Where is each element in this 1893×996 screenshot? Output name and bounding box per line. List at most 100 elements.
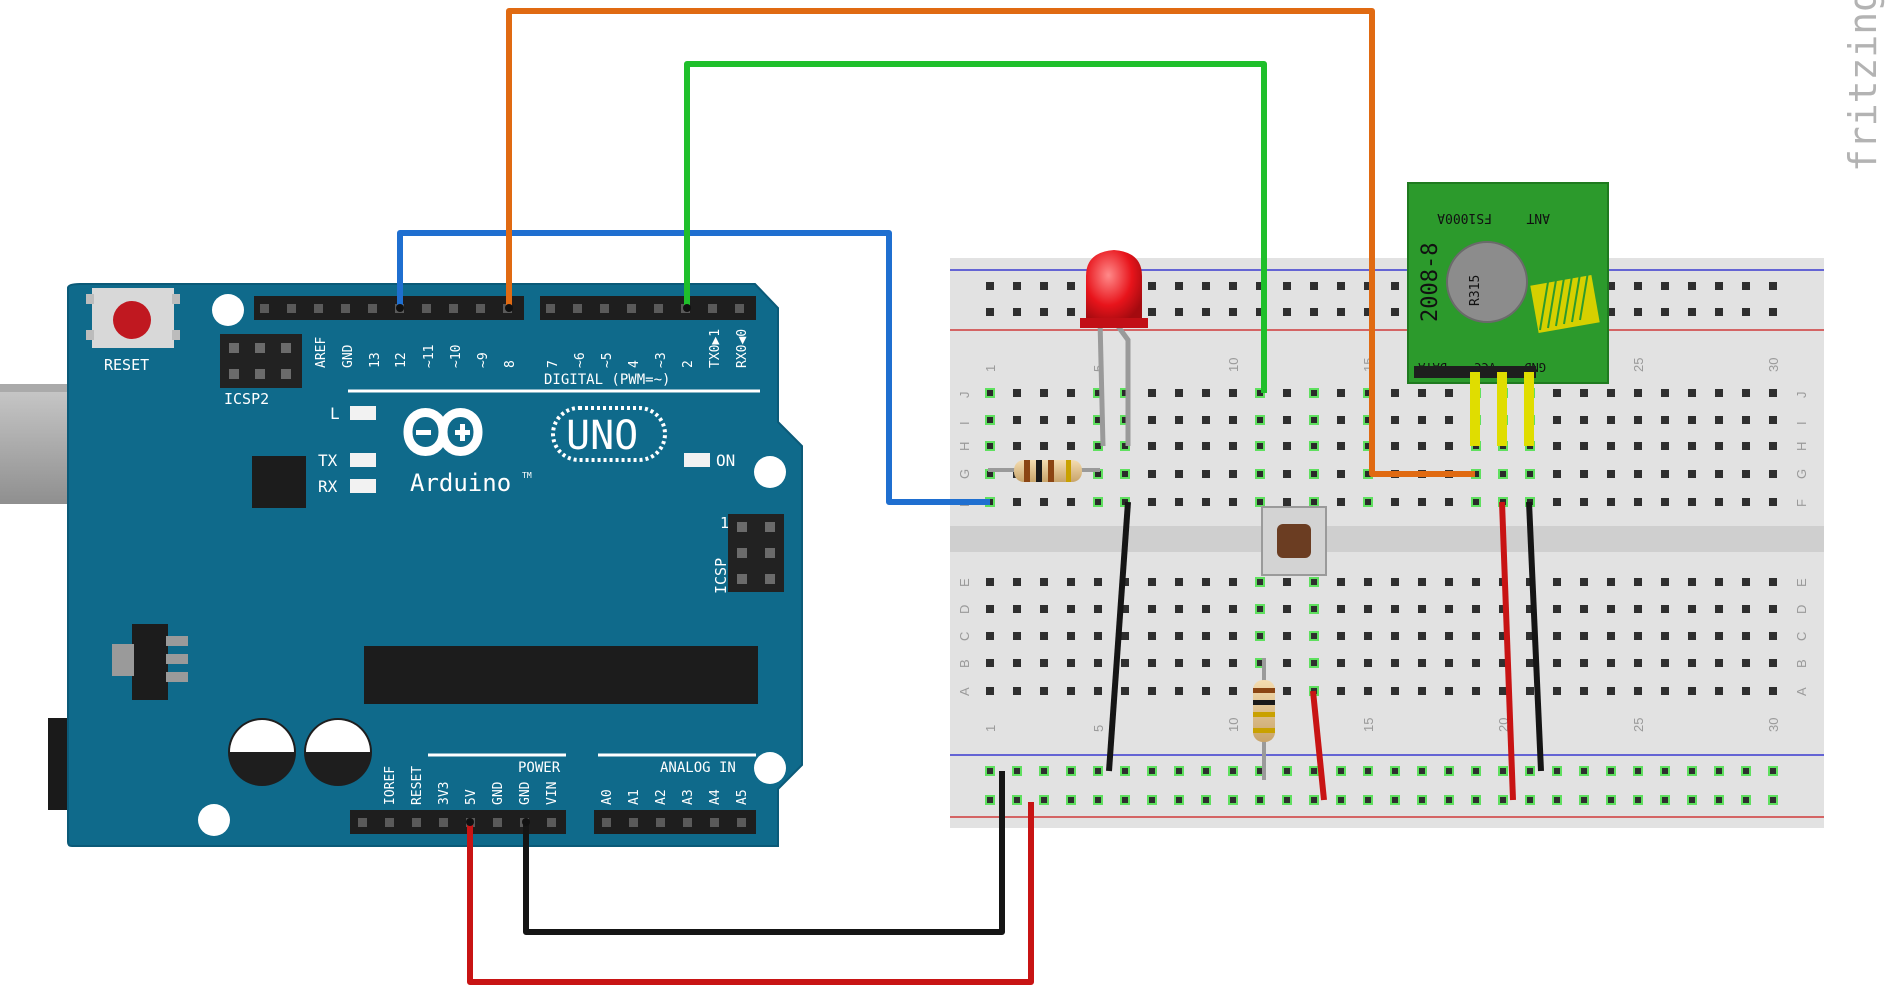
- breadboard-hole[interactable]: [1255, 577, 1265, 587]
- breadboard-hole[interactable]: [1769, 687, 1777, 695]
- breadboard-hole[interactable]: [1688, 498, 1696, 506]
- breadboard-hole[interactable]: [1175, 605, 1183, 613]
- breadboard-hole[interactable]: [1202, 687, 1210, 695]
- breadboard-hole[interactable]: [1607, 498, 1615, 506]
- rail-hole[interactable]: [1688, 308, 1696, 316]
- breadboard-hole[interactable]: [1121, 687, 1129, 695]
- breadboard-hole[interactable]: [1283, 442, 1291, 450]
- rail-hole[interactable]: [1714, 795, 1724, 805]
- rail-hole[interactable]: [1039, 766, 1049, 776]
- breadboard-hole[interactable]: [985, 388, 995, 398]
- rail-hole[interactable]: [1742, 308, 1750, 316]
- rail-hole[interactable]: [1633, 766, 1643, 776]
- breadboard-hole[interactable]: [1255, 469, 1265, 479]
- breadboard-hole[interactable]: [1202, 470, 1210, 478]
- header-pin[interactable]: [629, 818, 638, 827]
- breadboard-hole[interactable]: [1580, 632, 1588, 640]
- breadboard-hole[interactable]: [1391, 416, 1399, 424]
- header-pin[interactable]: [546, 304, 555, 313]
- rail-hole[interactable]: [1013, 308, 1021, 316]
- rail-hole[interactable]: [1120, 795, 1130, 805]
- rail-hole[interactable]: [1174, 766, 1184, 776]
- breadboard-hole[interactable]: [1337, 578, 1345, 586]
- breadboard-hole[interactable]: [1202, 659, 1210, 667]
- breadboard-hole[interactable]: [1607, 442, 1615, 450]
- rail-hole[interactable]: [986, 308, 994, 316]
- breadboard-hole[interactable]: [1309, 604, 1319, 614]
- rail-hole[interactable]: [1633, 795, 1643, 805]
- breadboard-hole[interactable]: [1040, 416, 1048, 424]
- breadboard-hole[interactable]: [1742, 687, 1750, 695]
- breadboard-hole[interactable]: [1499, 659, 1507, 667]
- rail-hole[interactable]: [1687, 795, 1697, 805]
- breadboard-hole[interactable]: [1337, 605, 1345, 613]
- rail-hole[interactable]: [1282, 766, 1292, 776]
- header-pin[interactable]: [627, 304, 636, 313]
- rail-hole[interactable]: [1742, 282, 1750, 290]
- rail-hole[interactable]: [1579, 766, 1589, 776]
- breadboard-hole[interactable]: [1715, 442, 1723, 450]
- breadboard-hole[interactable]: [1661, 389, 1669, 397]
- rail-hole[interactable]: [1715, 308, 1723, 316]
- rail-hole[interactable]: [1067, 282, 1075, 290]
- header-pin[interactable]: [314, 304, 323, 313]
- breadboard-hole[interactable]: [1688, 578, 1696, 586]
- rail-hole[interactable]: [1309, 766, 1319, 776]
- wire-black-rf-gnd[interactable]: [1526, 501, 1544, 772]
- breadboard-hole[interactable]: [1040, 389, 1048, 397]
- breadboard-hole[interactable]: [1391, 605, 1399, 613]
- rail-hole[interactable]: [1309, 795, 1319, 805]
- breadboard-hole[interactable]: [1283, 389, 1291, 397]
- breadboard-hole[interactable]: [1013, 389, 1021, 397]
- icsp-pin[interactable]: [737, 522, 747, 532]
- breadboard-hole[interactable]: [1742, 632, 1750, 640]
- header-pin[interactable]: [493, 818, 502, 827]
- breadboard-hole[interactable]: [1661, 498, 1669, 506]
- breadboard-hole[interactable]: [1391, 659, 1399, 667]
- rail-hole[interactable]: [1634, 282, 1642, 290]
- rail-hole[interactable]: [1391, 308, 1399, 316]
- header-pin[interactable]: [449, 304, 458, 313]
- breadboard-hole[interactable]: [1769, 632, 1777, 640]
- breadboard-hole[interactable]: [1337, 632, 1345, 640]
- breadboard-hole[interactable]: [986, 659, 994, 667]
- breadboard-hole[interactable]: [1661, 687, 1669, 695]
- rail-hole[interactable]: [1201, 795, 1211, 805]
- header-pin[interactable]: [385, 818, 394, 827]
- breadboard-hole[interactable]: [1283, 687, 1291, 695]
- breadboard-hole[interactable]: [1580, 389, 1588, 397]
- breadboard-hole[interactable]: [1418, 389, 1426, 397]
- breadboard-hole[interactable]: [1499, 632, 1507, 640]
- breadboard-hole[interactable]: [1013, 578, 1021, 586]
- breadboard-hole[interactable]: [1229, 578, 1237, 586]
- breadboard-hole[interactable]: [1040, 442, 1048, 450]
- breadboard-hole[interactable]: [1634, 389, 1642, 397]
- breadboard-hole[interactable]: [1040, 632, 1048, 640]
- breadboard-hole[interactable]: [1013, 442, 1021, 450]
- breadboard-hole[interactable]: [1580, 659, 1588, 667]
- breadboard-hole[interactable]: [1607, 687, 1615, 695]
- breadboard-hole[interactable]: [1309, 577, 1319, 587]
- breadboard-hole[interactable]: [1148, 389, 1156, 397]
- breadboard-hole[interactable]: [1148, 659, 1156, 667]
- rail-hole[interactable]: [1283, 308, 1291, 316]
- breadboard-hole[interactable]: [1445, 659, 1453, 667]
- breadboard-hole[interactable]: [1688, 632, 1696, 640]
- breadboard-hole[interactable]: [1499, 687, 1507, 695]
- rail-hole[interactable]: [1093, 795, 1103, 805]
- rail-hole[interactable]: [1255, 795, 1265, 805]
- breadboard-hole[interactable]: [1175, 687, 1183, 695]
- breadboard-hole[interactable]: [1418, 605, 1426, 613]
- breadboard-hole[interactable]: [1553, 659, 1561, 667]
- breadboard-hole[interactable]: [1688, 659, 1696, 667]
- breadboard-hole[interactable]: [1148, 687, 1156, 695]
- breadboard-hole[interactable]: [1391, 498, 1399, 506]
- header-pin[interactable]: [476, 304, 485, 313]
- breadboard-hole[interactable]: [1363, 497, 1373, 507]
- breadboard-hole[interactable]: [1120, 469, 1130, 479]
- breadboard-hole[interactable]: [1067, 498, 1075, 506]
- rail-hole[interactable]: [1283, 282, 1291, 290]
- rail-hole[interactable]: [1606, 795, 1616, 805]
- breadboard-hole[interactable]: [1742, 659, 1750, 667]
- header-pin[interactable]: [602, 818, 611, 827]
